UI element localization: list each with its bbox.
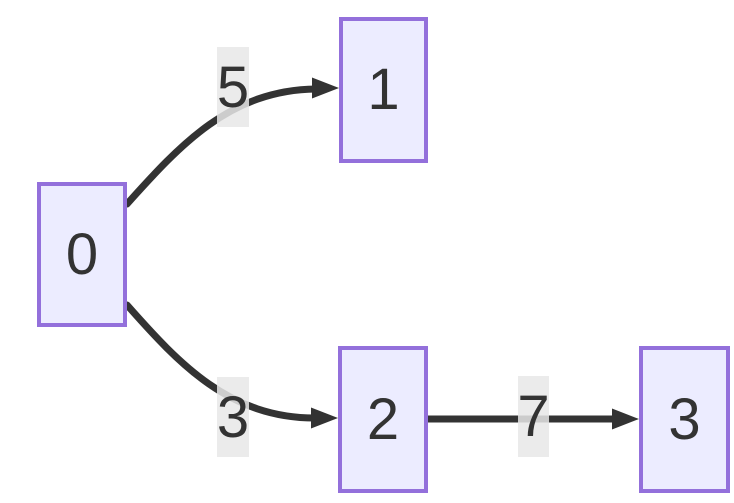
graph-node-3: 3 xyxy=(639,346,730,493)
arrowhead-icon xyxy=(311,407,338,429)
graph-node-1: 1 xyxy=(339,17,428,163)
edge-0-1 xyxy=(123,85,320,208)
edge-label-0-2: 3 xyxy=(217,377,249,457)
edge-0-2 xyxy=(123,301,319,422)
arrowhead-icon xyxy=(312,77,339,99)
node-label-3: 3 xyxy=(668,386,701,452)
node-label-1: 1 xyxy=(367,57,400,122)
edge-label-0-1: 5 xyxy=(217,47,249,127)
arrowhead-icon xyxy=(612,408,639,430)
graph-node-0: 0 xyxy=(37,182,127,327)
edge-label-2-3: 7 xyxy=(517,376,550,457)
graph-node-2: 2 xyxy=(338,346,428,493)
node-label-0: 0 xyxy=(65,221,99,287)
node-label-2: 2 xyxy=(366,386,400,452)
